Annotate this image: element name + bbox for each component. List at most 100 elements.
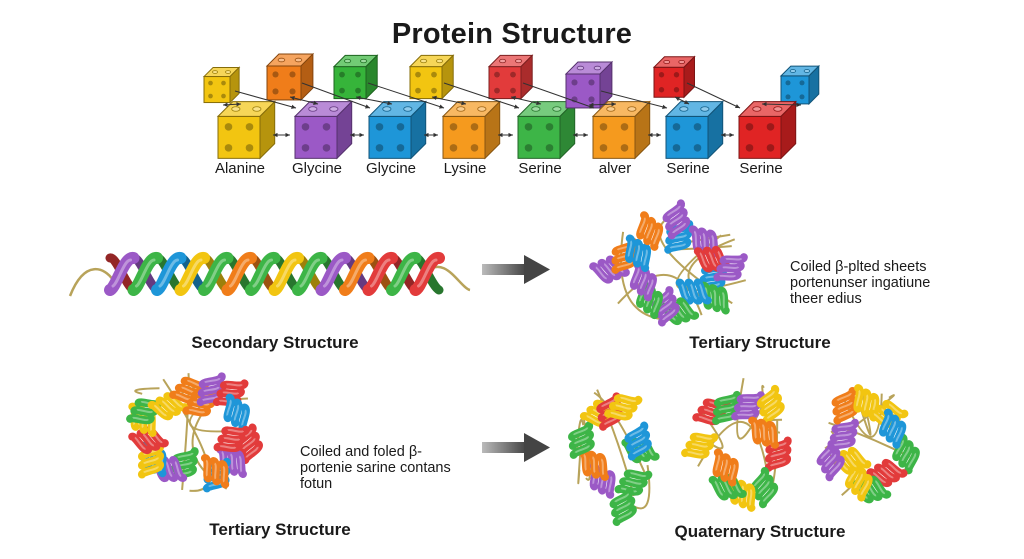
tertiary-globule-illustration xyxy=(126,372,263,493)
helix-segment xyxy=(831,386,859,425)
tertiary-structure-label-bottom: Tertiary Structure xyxy=(209,520,351,539)
helix-segment xyxy=(713,253,748,282)
residue-cube xyxy=(591,100,651,160)
helix-segment xyxy=(609,487,637,527)
residue-cube-top xyxy=(408,54,455,100)
tertiary-note-bottom: Coiled and foled β- portenie sarine cont… xyxy=(300,444,500,492)
connector-arrow xyxy=(222,102,242,107)
connector-arrow xyxy=(522,82,595,109)
note-line: theer edius xyxy=(790,291,862,307)
amino-acid-label: Serine xyxy=(518,160,562,177)
residue-cube xyxy=(737,100,797,160)
amino-acid-chain xyxy=(202,52,821,160)
connector-arrow xyxy=(600,90,668,109)
connector-arrow xyxy=(273,132,290,138)
tertiary-fold-illustration xyxy=(589,199,748,327)
connector-arrow xyxy=(431,95,467,106)
residue-cube-top xyxy=(265,52,315,102)
connector-arrow xyxy=(498,132,513,138)
secondary-helix-illustration xyxy=(68,252,471,297)
helix-segment xyxy=(681,432,719,459)
amino-acid-label: Lysine xyxy=(443,160,487,177)
note-line: fotun xyxy=(300,476,333,492)
residue-cube-top xyxy=(779,64,821,106)
tertiary-structure-label: Tertiary Structure xyxy=(689,333,831,352)
connector-arrow xyxy=(721,132,734,138)
helix-segment xyxy=(578,448,609,481)
quaternary-structure-label: Quaternary Structure xyxy=(674,522,846,541)
helix-segment xyxy=(662,199,691,240)
helix-segment xyxy=(604,394,643,421)
connector-arrow xyxy=(443,82,520,109)
amino-acid-label: Serine xyxy=(739,160,783,177)
helix-segment xyxy=(764,436,792,472)
secondary-structure-label: Secondary Structure xyxy=(191,333,359,352)
amino-acid-label: Glycine xyxy=(291,160,343,177)
connector-arrow xyxy=(648,132,661,138)
residue-cube xyxy=(516,100,576,160)
residue-cube-top xyxy=(564,60,614,110)
helix-segment xyxy=(879,408,907,449)
note-line: Coiled β-plted sheets xyxy=(790,259,927,275)
amino-acid-label: alver xyxy=(598,160,632,177)
helix-segment xyxy=(892,433,920,475)
subunit-a xyxy=(568,389,660,527)
subunit-b xyxy=(681,378,792,512)
quaternary-complex-illustration xyxy=(568,378,920,527)
connector-arrow xyxy=(573,132,588,138)
connector-arrow xyxy=(686,82,741,109)
helix-segment xyxy=(675,278,712,305)
helix-segment xyxy=(750,466,778,509)
helix-segment xyxy=(625,234,652,272)
helix-segment xyxy=(624,421,652,461)
loop-strand xyxy=(134,387,160,395)
helix-segment xyxy=(748,416,780,449)
helix-ribbon xyxy=(68,252,471,297)
connector-arrow xyxy=(367,82,445,109)
helix-segment xyxy=(235,423,263,465)
residue-cube-top xyxy=(652,55,696,99)
residue-cube xyxy=(441,100,501,160)
page-title: Protein Structure xyxy=(391,18,633,50)
residue-cube xyxy=(216,100,276,160)
residue-cube xyxy=(664,100,724,160)
helix-segment xyxy=(213,425,250,452)
helix-segment xyxy=(845,460,873,502)
note-line: portenunser ingatiune xyxy=(790,275,931,291)
helix-segment xyxy=(223,393,250,433)
helix-segment xyxy=(866,459,908,487)
tertiary-note: Coiled β-plted sheets portenunser ingati… xyxy=(790,259,1010,307)
helix-segment xyxy=(756,384,785,426)
residue-cube-top xyxy=(487,54,534,100)
connector-arrow xyxy=(301,82,371,109)
arrow-icon xyxy=(482,255,550,284)
helix-segment xyxy=(828,418,859,452)
tertiary-coils xyxy=(589,199,748,327)
connector-arrow xyxy=(355,95,393,106)
helix-segment xyxy=(712,448,739,487)
subunit-c xyxy=(816,384,920,504)
amino-acid-label: Serine xyxy=(666,160,710,177)
arrow-icon xyxy=(482,433,550,462)
note-line: portenie sarine contans xyxy=(300,460,451,476)
connector-arrow xyxy=(588,101,617,108)
connector-arrow xyxy=(761,101,802,108)
amino-acid-label: Alanine xyxy=(214,160,266,177)
helix-segment xyxy=(568,421,595,459)
connector-arrow xyxy=(424,132,438,138)
residue-cube-top xyxy=(202,66,241,104)
connector-arrow xyxy=(234,90,297,109)
residue-cube-top xyxy=(332,54,379,100)
tertiary-coils-bottom xyxy=(126,372,263,493)
connector-arrow xyxy=(674,96,690,105)
connector-arrow xyxy=(510,95,542,106)
residue-cube xyxy=(367,100,427,160)
amino-acid-label: Glycine xyxy=(365,160,417,177)
residue-cube xyxy=(293,100,353,160)
helix-segment xyxy=(147,392,189,421)
helix-segment xyxy=(636,211,664,251)
connector-arrow xyxy=(289,95,319,106)
connector-arrow xyxy=(350,132,364,138)
note-line: Coiled and foled β- xyxy=(300,444,422,460)
helix-segment xyxy=(200,454,230,489)
